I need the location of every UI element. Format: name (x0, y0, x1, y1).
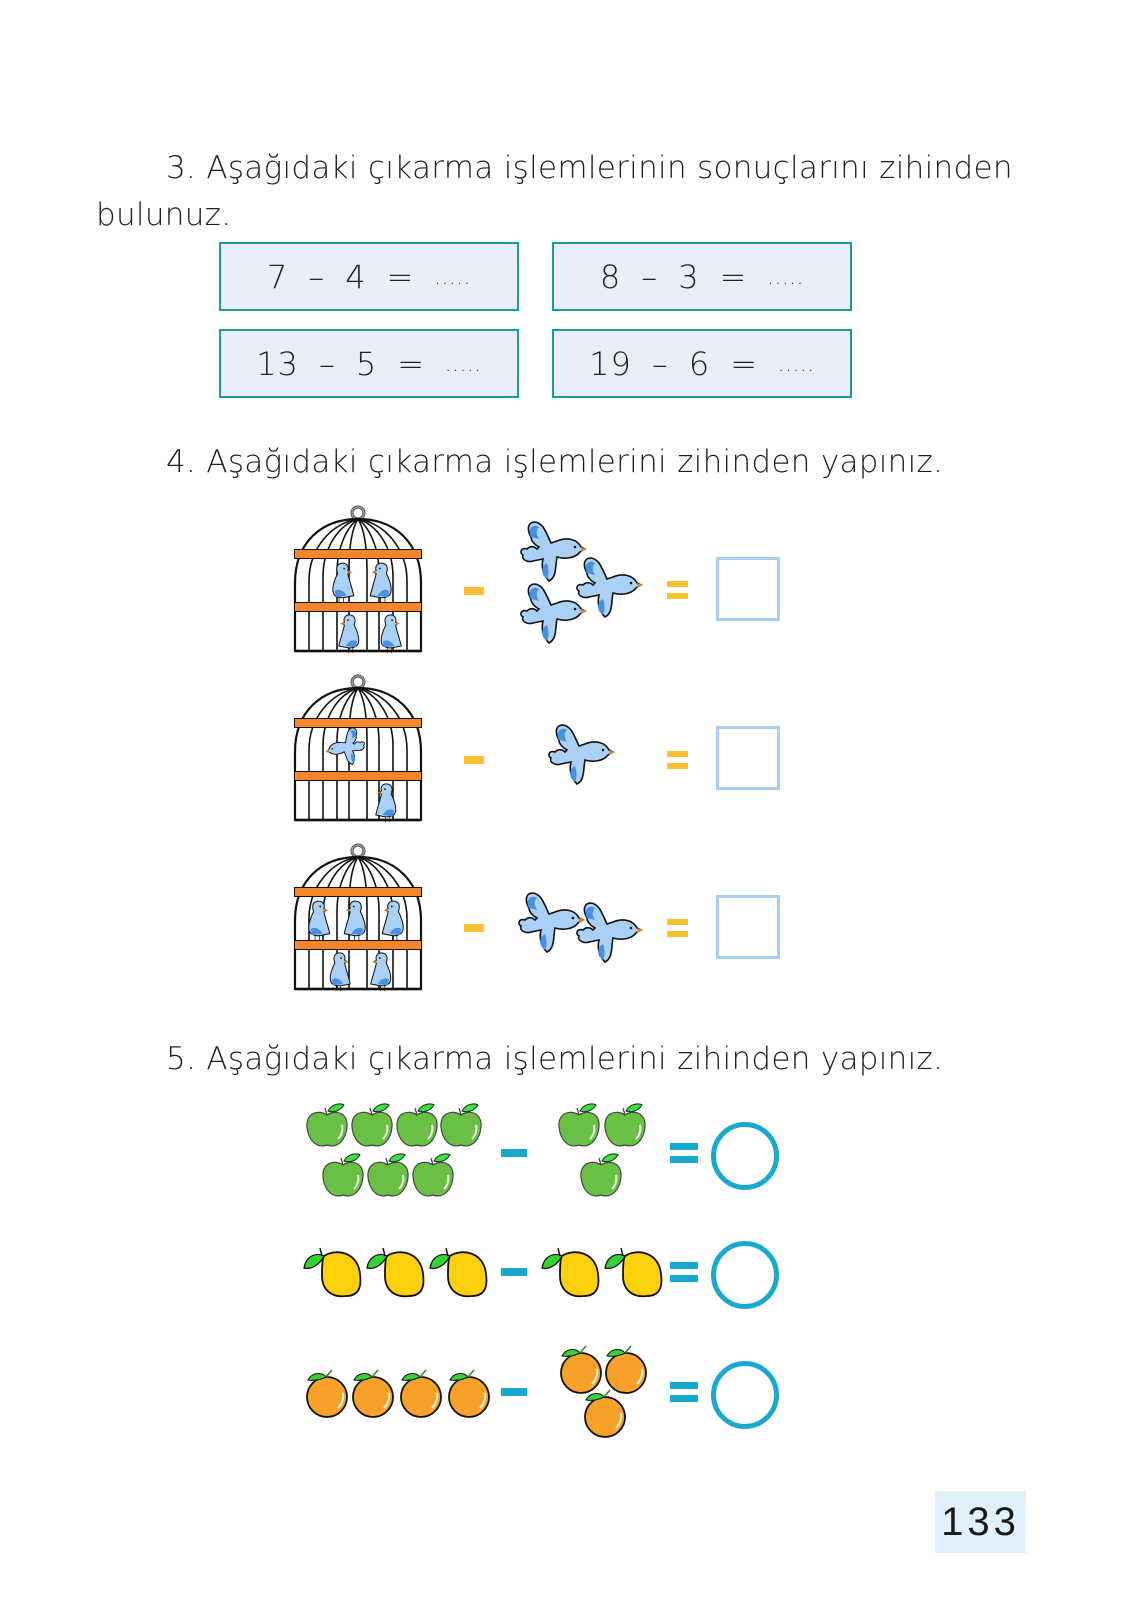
answer-circle[interactable] (711, 1361, 779, 1429)
lemon-group (540, 1246, 668, 1300)
operand: 13 (256, 344, 299, 383)
problem-box: 19 – 6 = ..... (552, 329, 852, 398)
cage-perch (294, 549, 422, 559)
equals-sign: = (386, 257, 415, 296)
bird-cage (291, 672, 425, 822)
lemon-group (302, 1246, 492, 1300)
cage-perch (294, 602, 422, 612)
answer-blank[interactable]: ..... (434, 264, 472, 289)
minus-sign (501, 1268, 527, 1276)
minus-sign (464, 587, 484, 595)
equals-sign: = (397, 344, 426, 383)
operand: 6 (688, 344, 711, 383)
answer-circle[interactable] (711, 1241, 779, 1309)
flying-birds (545, 718, 615, 788)
operand: 5 (355, 344, 378, 383)
bird-cage (291, 841, 425, 991)
minus-sign (501, 1388, 527, 1396)
equals-sign (667, 751, 688, 769)
answer-circle[interactable] (711, 1122, 779, 1190)
q3-heading-cont: bulunuz. (96, 197, 232, 233)
orange-group (304, 1368, 489, 1420)
minus-sign (464, 756, 484, 764)
operand: 19 (589, 344, 632, 383)
bird-cage (291, 503, 425, 653)
apple-group (556, 1103, 648, 1203)
equals-sign: = (730, 344, 759, 383)
operand: 3 (678, 257, 700, 296)
apple-group (304, 1103, 484, 1203)
flying-birds (515, 886, 650, 976)
minus-sign: – (318, 344, 336, 383)
minus-sign (464, 924, 484, 932)
equals-sign (670, 1262, 698, 1282)
cage-perch (294, 718, 422, 728)
operand: 7 (266, 257, 289, 296)
equals-sign (667, 919, 688, 937)
cage-perch (294, 940, 422, 950)
problem-box: 7 – 4 = ..... (219, 242, 519, 311)
answer-box[interactable] (716, 557, 780, 621)
q4-heading: 4. Aşağıdaki çıkarma işlemlerini zihinde… (166, 444, 944, 480)
operand: 4 (345, 257, 367, 296)
page-number: 133 (935, 1491, 1026, 1553)
orange-group (558, 1344, 650, 1440)
equals-sign (670, 1382, 698, 1402)
minus-sign: – (308, 257, 326, 296)
answer-box[interactable] (716, 726, 780, 790)
equals-sign: = (719, 257, 748, 296)
q5-heading: 5. Aşağıdaki çıkarma işlemlerini zihinde… (166, 1041, 944, 1077)
flying-birds (515, 515, 645, 650)
problem-box: 13 – 5 = ..... (219, 329, 519, 398)
minus-sign (501, 1149, 527, 1157)
operand: 8 (599, 257, 622, 296)
q3-heading: 3. Aşağıdaki çıkarma işlemlerinin sonuçl… (166, 150, 1013, 186)
answer-blank[interactable]: ..... (767, 264, 805, 289)
equals-sign (667, 581, 688, 599)
answer-box[interactable] (716, 895, 780, 959)
equals-sign (670, 1143, 698, 1163)
cage-perch (294, 771, 422, 781)
problem-box: 8 – 3 = ..... (552, 242, 852, 311)
minus-sign: – (651, 344, 669, 383)
answer-blank[interactable]: ..... (778, 351, 815, 376)
cage-perch (294, 887, 422, 897)
answer-blank[interactable]: ..... (445, 351, 482, 376)
minus-sign: – (641, 257, 659, 296)
